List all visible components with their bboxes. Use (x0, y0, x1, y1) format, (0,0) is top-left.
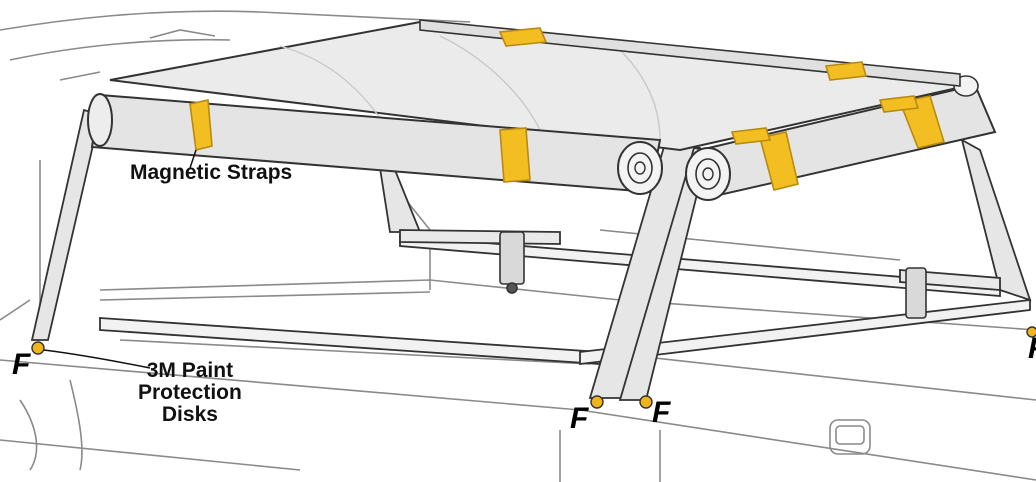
foot-marker-right-edge: F (1028, 332, 1036, 366)
rack-uprights (30, 108, 1032, 401)
strap-front-middle (499, 127, 531, 183)
paint-disks-label-line-2: Protection (138, 381, 242, 405)
disk-mid-left (590, 395, 604, 409)
strap-roof-corner (878, 95, 920, 113)
rear-roll (419, 19, 961, 87)
paint-disks-label-line-3: Disks (161, 403, 218, 427)
callout-leaders (43, 149, 197, 369)
paint-disks-label: 3M Paint Protection Disks (138, 359, 242, 427)
foot-marker-left: F (12, 348, 31, 381)
foot-marker-mid-right: F (652, 396, 671, 429)
side-roll-end-cap (685, 147, 731, 201)
rack-side-rails (99, 235, 1031, 366)
strap-side-1 (759, 131, 799, 191)
paint-disks-label-line-1: 3M Paint (146, 359, 234, 382)
magnetic-straps (189, 27, 946, 191)
leader-paint-disks (43, 349, 151, 369)
disk-left (31, 341, 45, 355)
magnetic-straps-label: Magnetic Straps (130, 161, 293, 184)
foot-marker-mid-left: F (570, 402, 589, 435)
strap-front-left (189, 99, 213, 151)
paint-protection-disks (31, 326, 1036, 409)
strap-roof-rear-1 (498, 27, 548, 47)
roof-panel-seams (279, 35, 661, 141)
rack-clamps (499, 231, 927, 319)
strap-roof-rear-2 (824, 61, 868, 81)
leader-magnetic-straps (189, 149, 197, 169)
strap-roof-front (730, 127, 772, 145)
disk-mid-right (639, 395, 653, 409)
front-roll-end-cap (617, 141, 663, 195)
disk-right-edge (1026, 326, 1036, 338)
